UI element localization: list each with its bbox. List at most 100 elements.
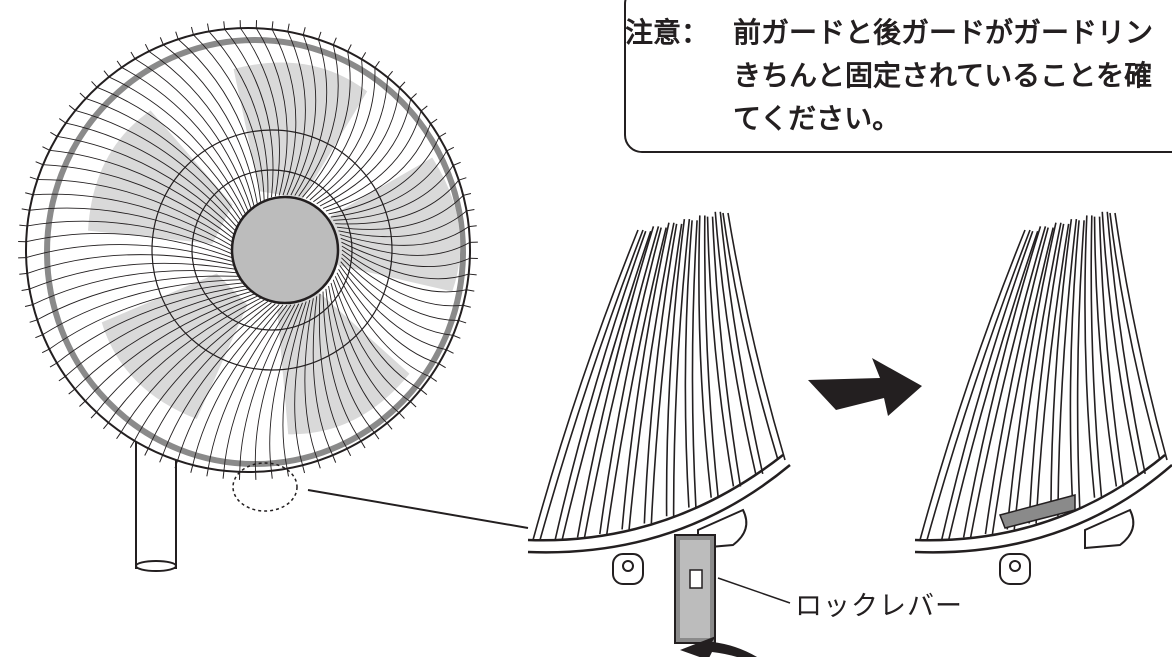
guard-wire-tip [176, 32, 179, 40]
guard-wire-tip [467, 210, 475, 211]
guard-wire-tip [459, 178, 467, 181]
guard-wire-tip [271, 471, 272, 479]
lock-lever [675, 535, 715, 643]
guard-wire-tip [117, 61, 122, 68]
guard-wire-tip [117, 432, 122, 439]
segment-wire [1051, 219, 1071, 516]
guard-wire-tip [19, 273, 27, 274]
guard-wire-tip [318, 32, 321, 40]
guard-wire-tip [400, 82, 405, 88]
guard-wire-tip [430, 377, 437, 382]
guard-segment-locked [528, 212, 790, 584]
fan-hub [232, 197, 338, 303]
guard-wire-tip [25, 305, 33, 307]
guard-wire-tip [466, 290, 474, 291]
guard-wire-tip [411, 94, 417, 99]
segment-wire [942, 231, 1033, 539]
guard-wire-tip [145, 44, 149, 51]
guard-wire-tip [208, 24, 209, 32]
guard-link-clip [1085, 510, 1133, 548]
guard-wire-tip [469, 274, 477, 275]
notice-line-1-text: 前ガードと後ガードがガードリン [733, 16, 1153, 49]
guard-wire-tip [453, 162, 460, 165]
guard-wire-tip [347, 449, 351, 456]
guard-wire-tip [333, 38, 336, 45]
guard-wire-tip [36, 162, 43, 165]
notice-prefix: 注意： [625, 11, 733, 54]
guard-wire-tip [446, 350, 453, 354]
callout-leader-line [308, 490, 528, 528]
guard-wire-tip [303, 465, 305, 473]
guard-wire-tip [288, 24, 289, 32]
guard-wire-tip [22, 209, 30, 210]
notice-line-2: きちんと固定されていることを確 [625, 54, 1172, 97]
guard-segment-released [915, 212, 1172, 584]
guard-wire-tip [59, 376, 66, 381]
guard-wire-tip [375, 61, 380, 68]
guard-wire-tip [421, 390, 427, 395]
guard-wire-tip [131, 52, 135, 59]
notice-text: 注意：前ガードと後ガードがガードリン きちんと固定されていることを確 てください… [625, 11, 1172, 140]
guard-wire-tip [453, 335, 460, 338]
guard-wire-tip [69, 389, 75, 394]
guard-wire-tip [160, 37, 163, 44]
fan-assembly [18, 20, 478, 511]
guard-wire-tip [333, 455, 336, 462]
segment-wire [1107, 212, 1145, 474]
guard-wire-tip [303, 27, 305, 35]
segment-wire [1091, 215, 1101, 497]
guard-wire-tip [374, 433, 379, 440]
guard-wire-tip [207, 468, 208, 476]
notice-line-3: てください。 [625, 97, 1172, 140]
segment-wire [1078, 220, 1084, 507]
guard-wire-tip [50, 132, 57, 136]
guard-wire-tip [59, 119, 66, 124]
guard-wire-tip [388, 71, 393, 77]
guard-wire-tip [103, 423, 108, 429]
guard-link-hole [1010, 561, 1020, 571]
guard-wire-tip [439, 364, 446, 368]
guard-wire-tip [104, 71, 109, 77]
guard-wire-tip [69, 105, 75, 110]
guard-wire-tip [191, 465, 193, 473]
guard-wire-tip [410, 402, 416, 407]
guard-wire-tip [431, 119, 438, 124]
fan-pole-base [136, 561, 176, 571]
guard-wire-tip [399, 413, 404, 419]
guard-wire-tip [272, 21, 273, 29]
guard-wire-tip [50, 363, 57, 367]
segment-wire [720, 212, 762, 474]
guard-wire-tip [447, 147, 454, 151]
guard-wire-tip [92, 81, 97, 87]
segment-wire [1115, 213, 1167, 460]
guard-wire-tip [42, 147, 49, 151]
guard-wire-tip [30, 320, 38, 323]
guard-wire-tip [361, 441, 365, 448]
guard-wire-tip [362, 52, 366, 59]
guard-wire-tip [463, 305, 471, 307]
lock-lever-label: ロックレバー [795, 584, 963, 623]
guard-wire-tip [421, 106, 427, 111]
guard-wire-tip [439, 133, 446, 137]
guard-wire-tip [387, 423, 392, 429]
lock-lever-leader-line [718, 578, 790, 603]
guard-wire-tip [224, 21, 225, 29]
guard-wire-tip [348, 44, 352, 51]
guard-wire-tip [30, 177, 38, 180]
guard-wire-tip [42, 349, 49, 353]
guard-wire-tip [22, 289, 30, 290]
slide-direction-arrow [808, 358, 922, 416]
guard-link-hole [623, 561, 633, 571]
segment-wire [685, 220, 692, 507]
guard-wire-tip [223, 471, 224, 479]
notice-line-1: 注意：前ガードと後ガードがガードリン [625, 11, 1172, 54]
guard-wire-tip [79, 401, 85, 406]
guard-wire-tip [469, 226, 477, 227]
guard-wire-tip [191, 27, 193, 35]
segment-wire [692, 220, 697, 507]
guard-wire-tip [459, 320, 467, 323]
guard-wire-tip [463, 193, 471, 195]
guard-wire-tip [130, 441, 134, 448]
segment-wire [1058, 219, 1076, 516]
